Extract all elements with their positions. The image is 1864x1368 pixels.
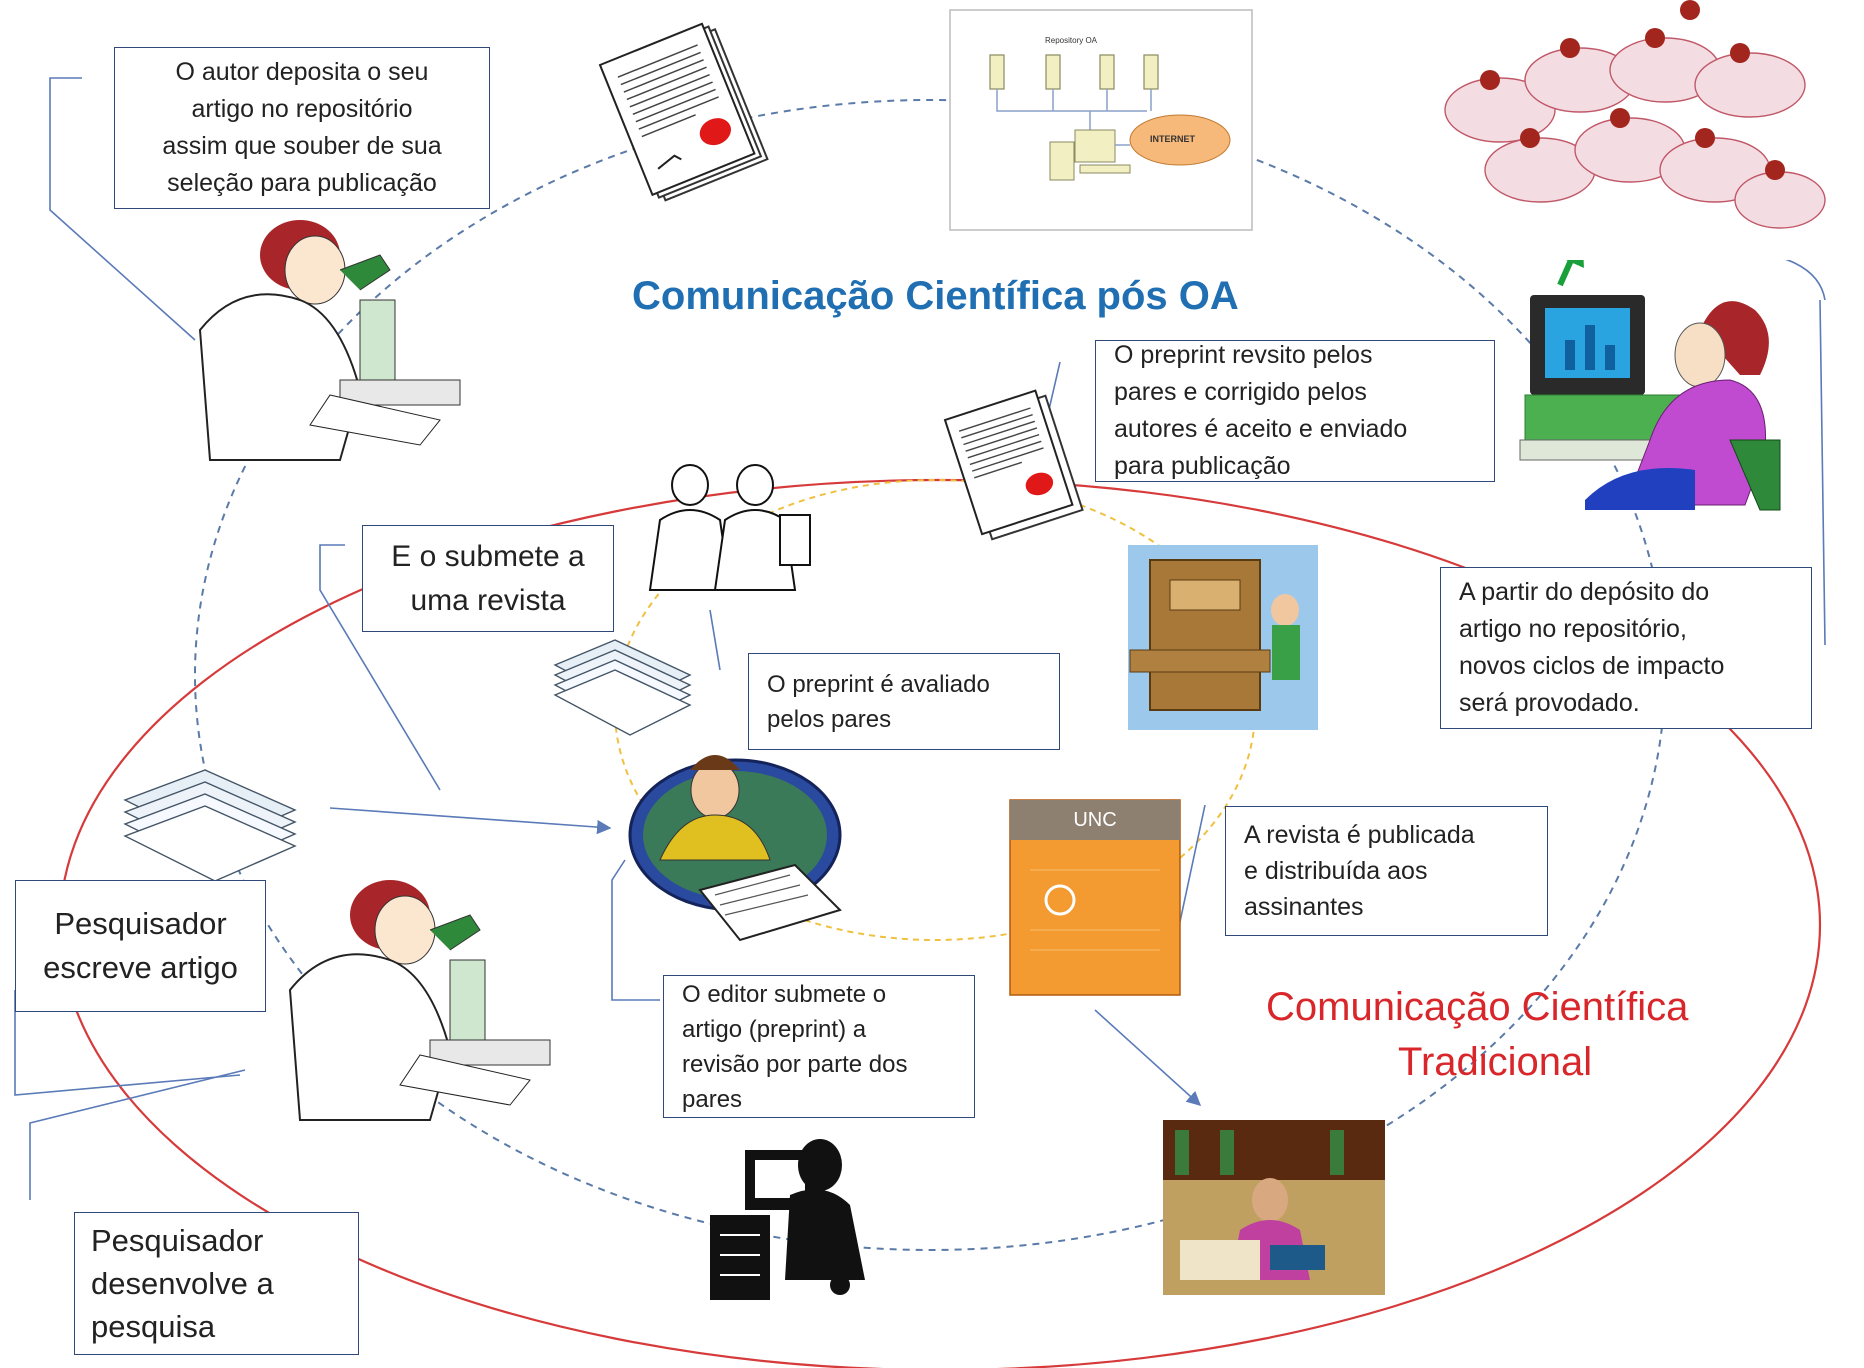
new-cycles-box: A partir do depósito do artigo no reposi… — [1440, 567, 1812, 729]
scientist-microscope-bottom-image — [288, 880, 551, 1121]
new-cycles-text: A partir do depósito do artigo no reposi… — [1459, 578, 1725, 717]
preprint-evaluated-text: O preprint é avaliado pelos pares — [767, 670, 990, 733]
writes-article-box: Pesquisador escreve artigo — [15, 880, 266, 1012]
traditional-title-line2: Tradicional — [1398, 1040, 1593, 1084]
paper-stack-middle-icon — [553, 639, 692, 736]
preprint-reviewed-text: O preprint revsito pelos pares e corrigi… — [1114, 341, 1408, 480]
editor-submits-box: O editor submete o artigo (preprint) a r… — [663, 975, 975, 1118]
scientist-microscope-top-image — [198, 220, 461, 461]
crowd-of-researchers-image — [1440, 0, 1826, 260]
journal-brand-text: UNC — [1073, 809, 1116, 831]
two-scientists-image — [648, 464, 811, 591]
develops-research-box: Pesquisador desenvolve a pesquisa — [74, 1212, 359, 1355]
internet-cloud-label: INTERNET — [1150, 134, 1195, 144]
secretary-typing-image — [710, 1139, 865, 1300]
develops-research-text: Pesquisador desenvolve a pesquisa — [91, 1223, 274, 1344]
submits-journal-text: E o submete a uma revista — [391, 539, 585, 617]
arrow-to-reader — [1094, 1009, 1202, 1106]
preprint-evaluated-box: O preprint é avaliado pelos pares — [748, 653, 1060, 750]
journal-published-box: A revista é publicada e distribuída aos … — [1225, 806, 1548, 936]
journal-cover-image: UNC — [1009, 799, 1181, 996]
woman-at-computer-image — [1519, 295, 1781, 511]
writes-article-text: Pesquisador escreve artigo — [43, 906, 238, 985]
journal-published-text: A revista é publicada e distribuída aos … — [1244, 821, 1475, 921]
traditional-title-line1: Comunicação Científica — [1266, 985, 1689, 1029]
printing-press-image — [1128, 545, 1318, 730]
certified-document-icon — [598, 22, 769, 202]
paper-stack-left-icon — [123, 769, 297, 882]
repository-label: Repository OA — [1045, 36, 1098, 45]
editor-submits-text: O editor submete o artigo (preprint) a r… — [682, 980, 908, 1113]
preprint-reviewed-box: O preprint revsito pelos pares e corrigi… — [1095, 340, 1495, 482]
editor-reading-image — [628, 755, 842, 942]
author-deposits-text: O autor deposita o seu artigo no reposit… — [162, 58, 442, 197]
author-deposits-box: O autor deposita o seu artigo no reposit… — [114, 47, 490, 209]
arrow-to-editor — [329, 807, 612, 835]
submits-journal-box: E o submete a uma revista — [362, 525, 614, 632]
repository-oa-image — [949, 9, 1253, 231]
accepted-document-icon — [943, 389, 1084, 541]
library-reader-image — [1163, 1120, 1385, 1295]
oa-title: Comunicação Científica pós OA — [632, 274, 1239, 318]
